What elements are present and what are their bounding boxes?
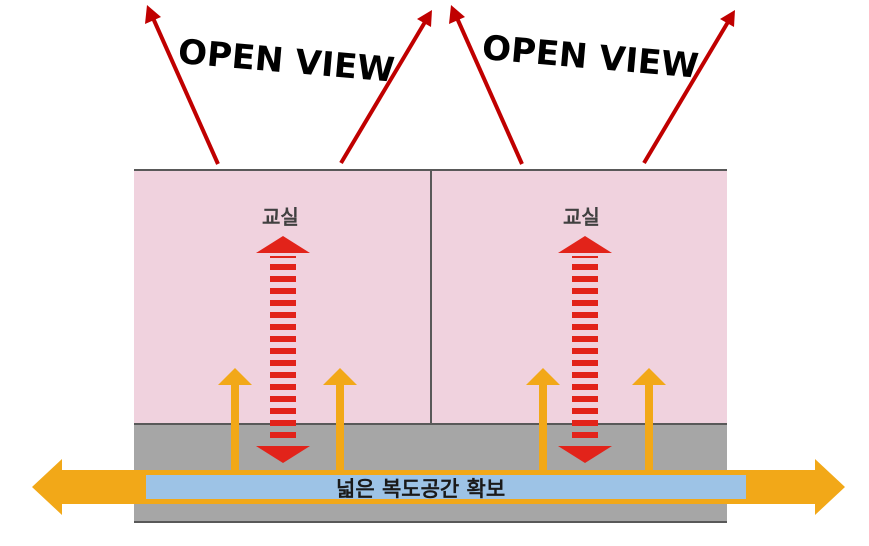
view-arrow-4 <box>642 10 735 165</box>
orange-up-arrow-1 <box>218 368 252 470</box>
classroom-right-label: 교실 <box>563 205 600 229</box>
corridor-label: 넓은 복도공간 확보 <box>336 477 506 501</box>
view-arrow-3 <box>449 5 524 165</box>
corridor-band <box>146 475 746 499</box>
dashed-double-arrow-left <box>256 236 310 463</box>
dashed-double-arrow-right <box>558 236 612 463</box>
orange-up-arrow-4 <box>632 368 666 470</box>
view-arrow-2 <box>339 10 432 165</box>
orange-up-arrow-2 <box>323 368 357 470</box>
orange-up-arrow-3 <box>526 368 560 470</box>
classroom-left-label: 교실 <box>262 205 299 229</box>
view-arrow-1 <box>145 5 220 165</box>
